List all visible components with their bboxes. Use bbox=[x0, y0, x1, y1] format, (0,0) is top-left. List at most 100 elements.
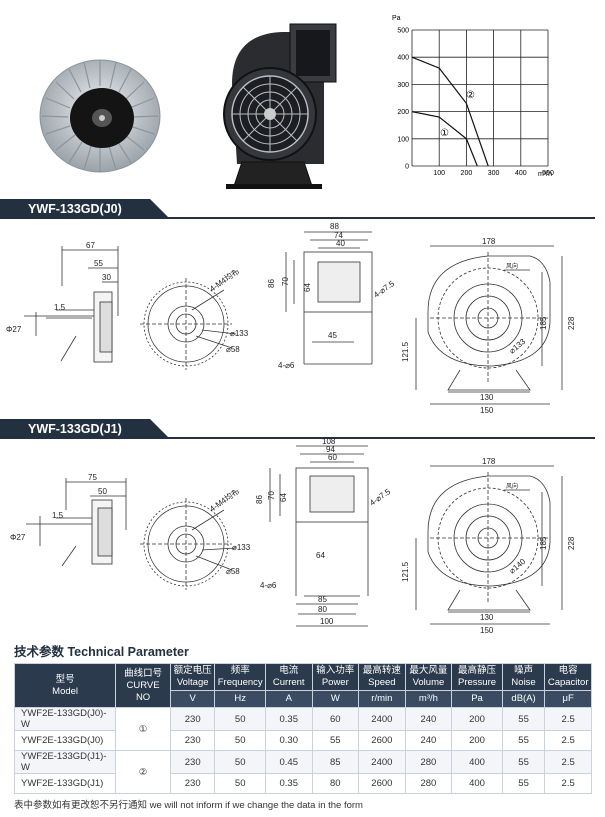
cell-pressure: 200 bbox=[451, 730, 503, 751]
cell-power: 55 bbox=[311, 730, 360, 751]
label-m4: 4-M4均布 bbox=[207, 490, 241, 514]
dim-label: 70 bbox=[281, 277, 290, 286]
dim-label: 228 bbox=[567, 316, 576, 330]
cell-volume: 280 bbox=[404, 750, 453, 774]
y-tick-label: 300 bbox=[397, 82, 409, 89]
dim-label: 130 bbox=[480, 613, 494, 622]
cell-noise: 55 bbox=[501, 750, 546, 774]
label-m4: 4-M4均布 bbox=[207, 270, 241, 294]
cell-speed: 2400 bbox=[358, 750, 406, 774]
table-unit-row: V Hz A W r/min m³/h Pa dB(A) μF bbox=[15, 690, 592, 708]
unit-cell: W bbox=[311, 690, 360, 708]
table-row: YWF2E-133GD(J1)-W ② 230 50 0.45 85 2400 … bbox=[13, 750, 592, 794]
dim-label: 64 bbox=[279, 493, 288, 502]
x-tick-label: 400 bbox=[515, 170, 527, 177]
dim-label: 45 bbox=[328, 331, 337, 340]
j0-top-view-drawing: 88 74 40 86 70 64 45 4-⌀7.5 4-⌀6 bbox=[267, 222, 396, 370]
cell-model: YWF2E-133GD(J1) bbox=[13, 773, 117, 794]
cell-voltage: 230 bbox=[169, 730, 216, 751]
cell-volume: 240 bbox=[404, 707, 453, 731]
wind-direction-label: 风向 bbox=[506, 482, 518, 490]
dim-label: ⌀140 bbox=[508, 557, 528, 576]
dim-label: 60 bbox=[328, 453, 337, 462]
label-d58: ⌀58 bbox=[226, 567, 240, 576]
y-tick-label: 200 bbox=[397, 109, 409, 116]
y-tick-label: 100 bbox=[397, 136, 409, 143]
cell-model: YWF2E-133GD(J0)-W bbox=[13, 707, 117, 731]
dim-label: 121.5 bbox=[401, 561, 410, 582]
dim-label: Φ27 bbox=[10, 533, 26, 542]
tech-param-title: 技术参数 Technical Parameter bbox=[14, 645, 189, 659]
section-title-j1: YWF-133GD(J1) bbox=[0, 419, 170, 439]
section-divider bbox=[150, 217, 595, 219]
unit-cell: r/min bbox=[358, 690, 406, 708]
cell-model: YWF2E-133GD(J1)-W bbox=[13, 750, 117, 774]
cell-pressure: 400 bbox=[451, 750, 503, 774]
cell-speed: 2400 bbox=[358, 707, 406, 731]
j0-front-view-drawing: 4-M4均布 ⌀133 ⌀58 bbox=[140, 270, 249, 370]
dim-label: 150 bbox=[480, 626, 494, 635]
series-line-1 bbox=[411, 56, 489, 167]
dim-label: 67 bbox=[86, 241, 95, 250]
series-line-2 bbox=[411, 111, 478, 167]
unit-cell: dB(A) bbox=[501, 690, 546, 708]
dim-label: 150 bbox=[480, 406, 494, 415]
j1-front-view-drawing: 4-M4均布 ⌀133 ⌀58 bbox=[140, 490, 251, 590]
cell-power: 85 bbox=[311, 750, 360, 774]
dim-label: 1.5 bbox=[54, 303, 66, 312]
cell-capacitor: 2.5 bbox=[544, 730, 592, 751]
unit-cell: m³/h bbox=[404, 690, 453, 708]
cell-power: 80 bbox=[311, 773, 360, 794]
unit-cell: A bbox=[264, 690, 313, 708]
y-tick-label: 400 bbox=[397, 55, 409, 62]
dim-label: 4-⌀7.5 bbox=[368, 487, 392, 508]
dim-label: 50 bbox=[98, 487, 107, 496]
chart-x-unit: m³/h bbox=[538, 171, 552, 178]
cell-frequency: 50 bbox=[214, 773, 266, 794]
dim-label: 30 bbox=[102, 273, 111, 282]
cell-volume: 240 bbox=[404, 730, 453, 751]
j1-side-view-drawing: 75 50 1.5 Φ27 bbox=[10, 473, 127, 567]
cell-voltage: 230 bbox=[169, 750, 216, 774]
dim-label: 4-⌀7.5 bbox=[372, 279, 396, 300]
section-title-j0: YWF-133GD(J0) bbox=[0, 199, 170, 219]
wind-direction-label: 风向 bbox=[506, 262, 518, 270]
section-divider bbox=[150, 437, 595, 439]
table-row: YWF2E-133GD(J1) 230 50 0.35 80 2600 280 … bbox=[13, 773, 592, 794]
cell-current: 0.35 bbox=[264, 773, 313, 794]
cell-voltage: 230 bbox=[169, 707, 216, 731]
dim-label: 178 bbox=[482, 237, 496, 246]
dim-label: 100 bbox=[320, 617, 334, 626]
unit-cell: V bbox=[169, 690, 216, 708]
x-tick-label: 500 bbox=[542, 170, 554, 177]
cell-frequency: 50 bbox=[214, 750, 266, 774]
cell-noise: 55 bbox=[501, 730, 546, 751]
dim-label: Φ27 bbox=[6, 325, 22, 334]
x-tick-label: 100 bbox=[433, 170, 445, 177]
cell-noise: 55 bbox=[501, 707, 546, 731]
dim-label: 70 bbox=[267, 491, 276, 500]
x-tick-label: 300 bbox=[488, 170, 500, 177]
curve-label-2: ② bbox=[466, 90, 475, 101]
x-tick-label: 200 bbox=[461, 170, 473, 177]
cell-voltage: 230 bbox=[169, 773, 216, 794]
cell-power: 60 bbox=[311, 707, 360, 731]
cell-curve: ① bbox=[115, 707, 171, 751]
dim-label: 64 bbox=[303, 283, 312, 292]
cell-speed: 2600 bbox=[358, 773, 406, 794]
dim-label: 86 bbox=[267, 279, 276, 288]
cell-capacitor: 2.5 bbox=[544, 707, 592, 731]
curve-label-1: ① bbox=[440, 128, 449, 139]
cell-pressure: 200 bbox=[451, 707, 503, 731]
